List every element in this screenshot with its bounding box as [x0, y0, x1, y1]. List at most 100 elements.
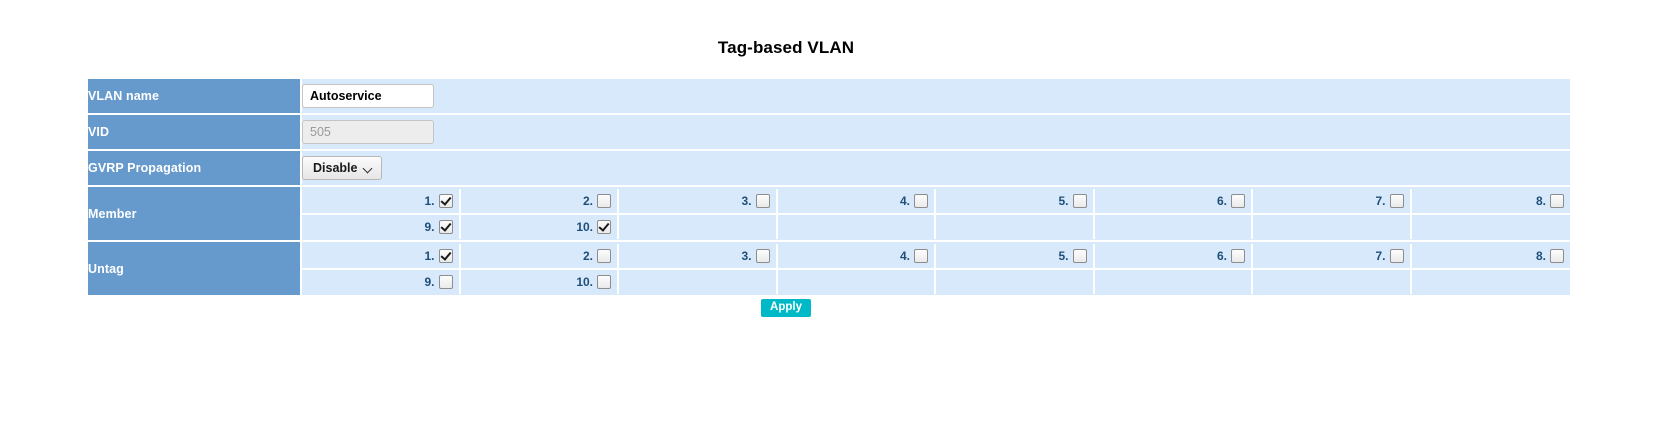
port-cell-member-1: 1.: [302, 188, 461, 215]
port-cell-member-6: 6.: [1094, 188, 1253, 215]
apply-button[interactable]: Apply: [761, 299, 811, 317]
port-cell-member-2: 2.: [460, 188, 619, 215]
port-checkbox-untag-7[interactable]: [1389, 249, 1404, 264]
port-cell-untag-5: 5.: [936, 243, 1095, 270]
port-cell-empty: [1094, 269, 1253, 294]
port-number: 3.: [741, 194, 752, 209]
gvrp-select[interactable]: Disable: [302, 156, 383, 180]
port-number: 8.: [1535, 194, 1546, 209]
port-cell-empty: [936, 269, 1095, 294]
port-cell-member-10: 10.: [460, 214, 619, 239]
member-label: Member: [88, 187, 302, 242]
port-number: 9.: [424, 220, 435, 235]
port-number: 1.: [424, 194, 435, 209]
port-number: 3.: [741, 249, 752, 264]
port-cell-untag-7: 7.: [1253, 243, 1412, 270]
port-number: 5.: [1058, 249, 1069, 264]
untag-ports-cell: 1.2.3.4.5.6.7.8.9.10.: [302, 242, 1570, 295]
port-number: 7.: [1375, 249, 1386, 264]
port-number: 6.: [1216, 194, 1227, 209]
port-number: 4.: [899, 194, 910, 209]
port-cell-member-5: 5.: [936, 188, 1095, 215]
untag-label: Untag: [88, 242, 302, 295]
port-number: 10.: [576, 220, 593, 235]
member-row: Member 1. 2. 3. 4. 5. 6. 7. 8. 9. 10.: [88, 187, 1570, 242]
port-number: 9.: [424, 275, 435, 290]
port-cell-untag-10: 10.: [460, 269, 619, 294]
port-cell-member-3: 3.: [619, 188, 778, 215]
port-cell-empty: [777, 214, 936, 239]
port-checkbox-untag-4[interactable]: [914, 249, 928, 264]
page-title: Tag-based VLAN: [717, 38, 855, 57]
port-checkbox-untag-5[interactable]: [1072, 249, 1087, 264]
gvrp-select-value: Disable: [313, 161, 358, 175]
member-ports-cell: 1. 2. 3. 4. 5. 6. 7. 8. 9. 10.: [302, 187, 1570, 242]
port-cell-untag-9: 9.: [302, 269, 461, 294]
vid-row: VID: [88, 115, 1570, 151]
gvrp-field-cell: Disable: [302, 151, 1570, 187]
port-cell-untag-4: 4.: [777, 243, 936, 270]
port-number: 8.: [1535, 249, 1546, 264]
port-cell-empty: [777, 269, 936, 294]
port-number: 1.: [424, 249, 435, 264]
port-cell-member-8: 8.: [1411, 188, 1570, 215]
port-checkbox-untag-9[interactable]: [438, 275, 453, 290]
member-port-grid: 1. 2. 3. 4. 5. 6. 7. 8. 9. 10.: [302, 188, 1570, 239]
port-checkbox-member-8[interactable]: [1550, 194, 1564, 209]
vlan-name-row: VLAN name: [88, 79, 1570, 115]
port-cell-empty: [1411, 214, 1570, 239]
port-number: 10.: [576, 275, 593, 290]
port-number: 4.: [899, 249, 910, 264]
vlan-config-table: VLAN name VID GVRP Propagation Disable: [88, 79, 1570, 295]
port-cell-untag-1: 1.: [302, 243, 461, 270]
port-cell-empty: [936, 214, 1095, 239]
port-checkbox-untag-1[interactable]: [438, 249, 453, 264]
port-checkbox-member-6[interactable]: [1231, 194, 1245, 209]
port-cell-untag-6: 6.: [1094, 243, 1253, 270]
chevron-down-icon: [364, 164, 373, 173]
port-checkbox-member-2[interactable]: [597, 194, 611, 209]
port-row: 1. 2. 3. 4. 5. 6. 7. 8.: [302, 188, 1570, 215]
port-checkbox-untag-2[interactable]: [597, 249, 611, 264]
untag-port-grid-body: 1.2.3.4.5.6.7.8.9.10.: [302, 243, 1570, 294]
port-checkbox-member-5[interactable]: [1072, 194, 1087, 209]
vlan-name-field-cell: [302, 79, 1570, 115]
port-checkbox-untag-10[interactable]: [597, 275, 611, 290]
port-row: 9. 10.: [302, 269, 1570, 294]
gvrp-label: GVRP Propagation: [88, 151, 302, 187]
port-cell-empty: [1253, 214, 1412, 239]
vlan-name-input[interactable]: [302, 84, 434, 108]
port-cell-member-4: 4.: [777, 188, 936, 215]
vid-label: VID: [88, 115, 302, 151]
member-port-grid-body: 1. 2. 3. 4. 5. 6. 7. 8. 9. 10.: [302, 188, 1570, 239]
port-number: 5.: [1058, 194, 1069, 209]
vid-field-cell: [302, 115, 1570, 151]
port-checkbox-untag-8[interactable]: [1550, 249, 1564, 264]
port-cell-member-7: 7.: [1253, 188, 1412, 215]
port-cell-empty: [1253, 269, 1412, 294]
port-number: 6.: [1216, 249, 1227, 264]
port-cell-empty: [619, 214, 778, 239]
port-checkbox-member-9[interactable]: [438, 220, 453, 235]
vid-input[interactable]: [302, 120, 434, 144]
port-number: 7.: [1375, 194, 1386, 209]
port-checkbox-member-3[interactable]: [755, 194, 770, 209]
port-checkbox-untag-3[interactable]: [755, 249, 770, 264]
apply-button-container: Apply: [0, 298, 1572, 317]
port-cell-empty: [1094, 214, 1253, 239]
port-checkbox-member-1[interactable]: [438, 194, 453, 209]
port-cell-empty: [619, 269, 778, 294]
port-checkbox-member-4[interactable]: [914, 194, 928, 209]
port-checkbox-untag-6[interactable]: [1231, 249, 1245, 264]
gvrp-row: GVRP Propagation Disable: [88, 151, 1570, 187]
vlan-name-label: VLAN name: [88, 79, 302, 115]
port-row: 1.2.3.4.5.6.7.8.: [302, 243, 1570, 270]
untag-row: Untag 1.2.3.4.5.6.7.8.9.10.: [88, 242, 1570, 295]
port-number: 2.: [582, 194, 593, 209]
port-checkbox-member-10[interactable]: [597, 220, 611, 235]
port-cell-member-9: 9.: [302, 214, 461, 239]
port-cell-untag-8: 8.: [1411, 243, 1570, 270]
port-row: 9. 10.: [302, 214, 1570, 239]
port-checkbox-member-7[interactable]: [1389, 194, 1404, 209]
